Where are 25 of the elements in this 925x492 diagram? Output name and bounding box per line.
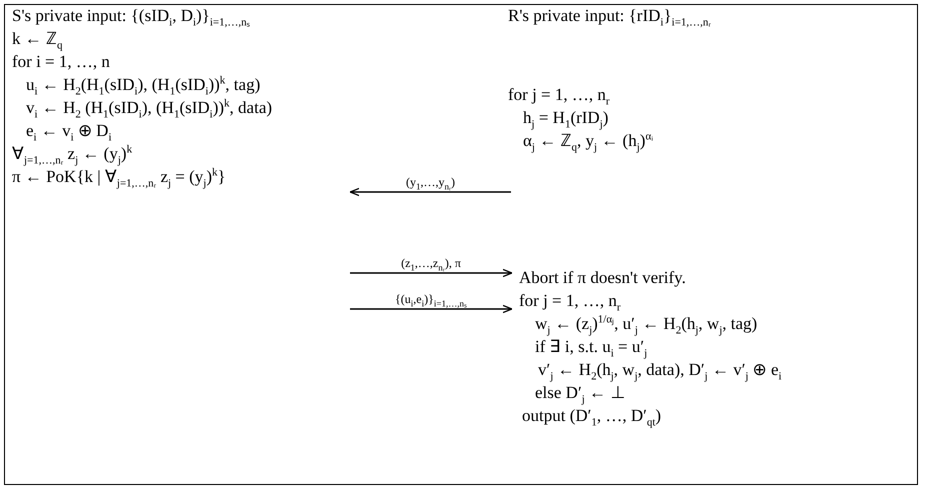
protocol-step: v$_{i}$ ← H$_{2}$ (H$_{1}$(sID$_{i}$), (H$_{1}$(sID$_{i}$))$^{k}$, data): [26, 96, 272, 119]
protocol-step: w$_{j}$ ← (z$_{j}$)$^{1/αⱼ}$, u′$_{j}$ ← H$_{2}$(h$_{j}$, w$_{j}$, tag): [535, 312, 782, 335]
protocol-step: if ∃ i, s.t. u$_{i}$ = u′$_{j}$: [535, 335, 782, 358]
edge-label: (y$_{1}$,…,y$_{nᵣ}$): [404, 175, 458, 189]
protocol-step: for j = 1, …, n$_{r}$: [508, 83, 711, 106]
protocol-step: output (D′$_{1}$, …, D′$_{qt}$): [522, 404, 782, 427]
protocol-step: S's private input: {(sID$_{i}$, D$_{i}$)}$_{i=1,…,nₛ}$: [12, 4, 272, 27]
protocol-step: k ← ℤ$_{q}$: [12, 27, 272, 50]
arrow: [349, 188, 511, 196]
protocol-step: for i = 1, …, n: [12, 50, 272, 73]
protocol-step: Abort if π doesn't verify.: [519, 266, 782, 289]
protocol-step: v′$_{j}$ ← H$_{2}$(h$_{j}$, w$_{j}$, data), D′$_{j}$ ← v′$_{j}$ ⊕ e$_{i}$: [538, 358, 782, 381]
protocol-step: α$_{j}$ ← ℤ$_{q}$, y$_{j}$ ← (h$_{j}$)$^{αᵢ}$: [523, 129, 711, 152]
protocol-step: u$_{i}$ ← H$_{2}$(H$_{1}$(sID$_{i}$), (H$_{1}$(sID$_{i}$))$^{k}$, tag): [26, 73, 272, 96]
arrow: [350, 304, 513, 314]
protocol-step: ∀$_{j=1,…,nᵣ}$ z$_{j}$ ← (y$_{j}$)$^{k}$: [12, 142, 272, 165]
edge-label: {(u$_{i}$,e$_{i}$)}$_{i=1,…,nₛ}$: [393, 292, 469, 306]
protocol-step: e$_{i}$ ← v$_{i}$ ⊕ D$_{i}$: [26, 119, 272, 142]
protocol-step: R's private input: {rID$_{i}$}$_{i=1,…,nᵣ}$: [508, 4, 711, 27]
protocol-step: else D′$_{j}$ ← ⊥: [535, 381, 782, 404]
arrow: [350, 268, 513, 278]
protocol-step: h$_{j}$ = H$_{1}$(rID$_{j}$): [523, 106, 711, 129]
protocol-step: for j = 1, …, n$_{r}$: [519, 289, 782, 312]
protocol-step: π ← PoK{k | ∀$_{j=1,…,nᵣ}$ z$_{j}$ = (y$_{j}$)$^{k}$}: [12, 165, 272, 188]
edge-label: (z$_{1}$,…,z$_{nᵣ}$), π: [399, 256, 463, 270]
